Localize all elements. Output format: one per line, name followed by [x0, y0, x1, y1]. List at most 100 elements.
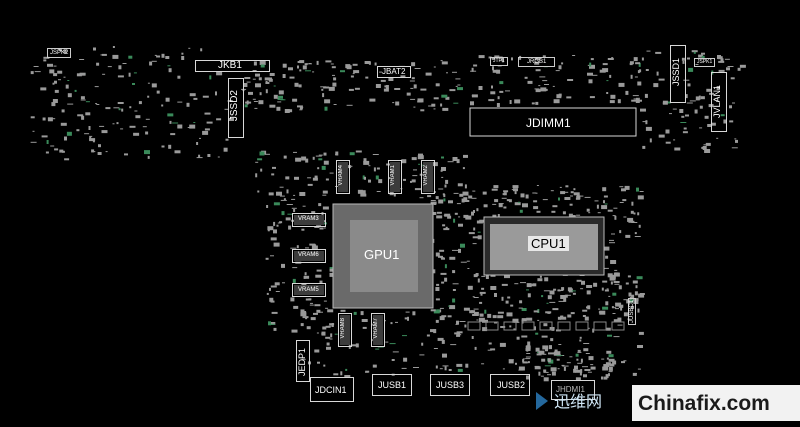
component-pad [586, 306, 588, 309]
component-pad [284, 109, 290, 113]
component-pad [634, 291, 638, 296]
component-pad [345, 165, 352, 169]
component-pad [683, 79, 690, 81]
component-pad [605, 327, 611, 331]
component-pad [516, 336, 520, 340]
component-pad [318, 203, 322, 207]
component-pad [259, 92, 262, 96]
component-pad [270, 300, 275, 303]
component-pad [438, 199, 444, 204]
jbat2-connector [377, 66, 411, 78]
component-pad [449, 256, 456, 260]
component-pad [85, 112, 91, 116]
component-pad [53, 73, 58, 77]
component-pad [542, 55, 546, 58]
vram-body [338, 162, 348, 192]
gpu1-label: GPU1 [364, 247, 400, 262]
component-pad [97, 152, 102, 155]
component-pad [181, 56, 185, 60]
component-pad [555, 70, 560, 72]
component-pad [535, 332, 539, 335]
component-pad [559, 186, 562, 188]
component-pad [680, 122, 687, 123]
component-pad [200, 48, 203, 52]
component-pad [554, 351, 561, 356]
watermark-en: Chinafix.com [638, 392, 770, 415]
component-pad [321, 88, 324, 91]
component-pad [362, 326, 367, 329]
component-pad [527, 341, 531, 346]
vram2-label: VRAM2 [423, 165, 429, 186]
component-pad [129, 106, 132, 109]
component-pad [430, 309, 436, 312]
component-pad [145, 131, 149, 135]
component-pad [558, 93, 562, 97]
component-pad [607, 334, 612, 337]
component-pad [323, 227, 326, 229]
component-pad [269, 73, 275, 76]
component-pad [479, 301, 483, 304]
component-pad [267, 226, 274, 231]
component-pad [389, 343, 396, 345]
component-pad [47, 63, 53, 67]
component-pad [246, 81, 251, 83]
component-pad [388, 78, 394, 81]
jssd2-connector [228, 78, 244, 138]
component-pad [617, 99, 621, 104]
component-pad [54, 80, 57, 84]
component-pad [536, 185, 539, 186]
component-pad [634, 232, 637, 235]
component-pad [286, 189, 289, 194]
mosfet-outline [611, 321, 625, 331]
component-pad [95, 103, 98, 105]
component-pad [323, 86, 330, 89]
component-pad [259, 151, 265, 156]
component-pad [81, 115, 85, 120]
component-pad [518, 307, 523, 309]
component-pad [89, 138, 96, 142]
component-pad [144, 150, 150, 155]
vram-body [294, 251, 324, 261]
component-pad [586, 208, 590, 212]
component-pad [579, 372, 582, 376]
component-pad [447, 315, 452, 318]
component-pad [302, 311, 307, 314]
component-pad [573, 368, 577, 373]
component-pad [405, 311, 410, 313]
component-pad [565, 185, 569, 188]
component-pad [294, 176, 299, 180]
component-pad [499, 342, 506, 347]
component-pad [608, 354, 614, 358]
component-pad [418, 153, 423, 156]
component-pad [633, 98, 639, 100]
component-pad [625, 90, 629, 95]
component-pad [407, 316, 409, 321]
component-pad [277, 101, 282, 103]
component-pad [499, 90, 504, 93]
component-pad [142, 126, 147, 128]
component-pad [533, 310, 539, 313]
vram-body [294, 285, 324, 295]
component-pad [586, 290, 591, 295]
component-pad [436, 211, 442, 214]
component-pad [435, 319, 439, 323]
component-pad [473, 227, 476, 231]
component-pad [209, 75, 212, 80]
component-pad [575, 369, 582, 373]
component-pad [637, 195, 644, 200]
component-pad [66, 131, 72, 136]
component-pad [441, 94, 448, 98]
jspk1-label: JSPK1 [694, 58, 716, 67]
component-pad [325, 325, 331, 328]
component-pad [509, 325, 512, 328]
component-pad [717, 56, 723, 60]
component-pad [456, 320, 459, 325]
component-pad [295, 157, 302, 162]
vram6-chip [292, 249, 326, 263]
component-pad [321, 331, 326, 336]
component-pad [94, 86, 99, 88]
component-pad [52, 82, 55, 85]
component-pad [453, 102, 459, 104]
component-pad [704, 115, 709, 119]
mosfet-outline [503, 321, 517, 331]
